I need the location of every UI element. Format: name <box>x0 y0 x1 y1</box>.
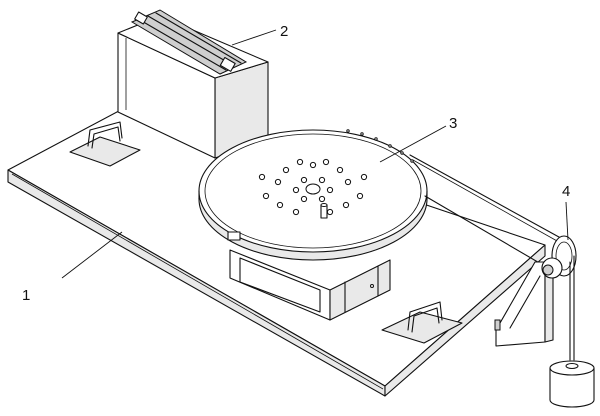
turntable-support <box>229 249 391 321</box>
leader-line-3 <box>379 125 447 163</box>
pulley <box>541 235 577 361</box>
handle-left <box>69 121 141 167</box>
label-1: 1 <box>22 287 30 304</box>
hole-pattern <box>258 158 368 216</box>
center-pin <box>320 203 328 219</box>
leader-line-4 <box>565 201 569 241</box>
handle-right <box>381 301 463 344</box>
hanging-weight <box>549 360 595 408</box>
label-2: 2 <box>280 23 288 40</box>
belt <box>409 154 569 269</box>
leader-line-1 <box>61 231 123 279</box>
pulley-bracket <box>494 261 554 347</box>
box-unit <box>117 9 269 159</box>
label-3: 3 <box>449 115 457 132</box>
label-4: 4 <box>562 183 570 200</box>
leader-line-2 <box>231 29 277 46</box>
turntable <box>198 129 428 261</box>
